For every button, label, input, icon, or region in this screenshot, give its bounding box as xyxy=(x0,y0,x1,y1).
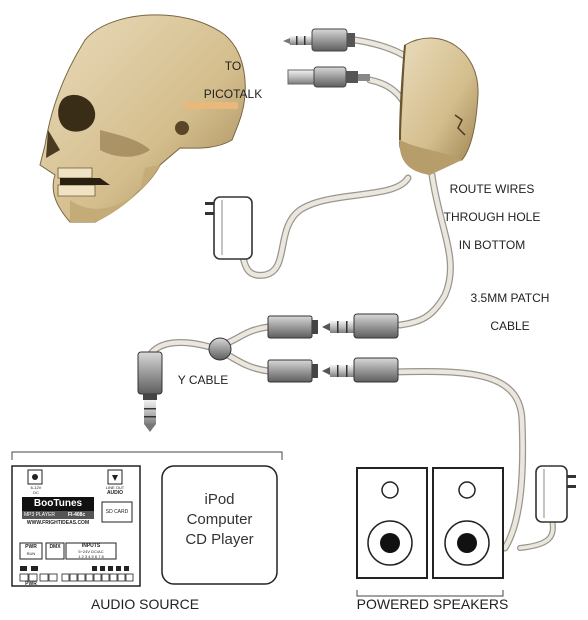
source-ipod: iPod xyxy=(162,490,277,510)
boo-brand: BooTunes xyxy=(22,497,94,511)
caption-audio-source: AUDIO SOURCE xyxy=(40,596,250,612)
label-patch-2: CABLE xyxy=(455,319,565,333)
wall-adapter-1 xyxy=(205,197,252,259)
boo-url: WWW.FRIGHTIDEAS.COM xyxy=(22,520,94,526)
label-patch-cable: 3.5MM PATCH CABLE xyxy=(455,277,565,347)
boo-power-in: 6-12V DC xyxy=(28,485,44,495)
source-computer: Computer xyxy=(162,510,277,530)
boo-pwr-bottom: PWR xyxy=(20,581,42,587)
label-route-wires: ROUTE WIRES THROUGH HOLE IN BOTTOM xyxy=(432,168,552,266)
label-patch-1: 3.5MM PATCH xyxy=(455,291,565,305)
boo-pwr: PWR xyxy=(20,544,42,550)
patch-upper xyxy=(268,314,398,338)
speaker-right xyxy=(433,468,503,578)
label-route-2: THROUGH HOLE xyxy=(432,210,552,224)
label-route-3: IN BOTTOM xyxy=(432,238,552,252)
media-source-text: iPod Computer CD Player xyxy=(162,490,277,550)
bootunes-board xyxy=(12,466,140,586)
plug-top-audio xyxy=(283,29,355,51)
y-splitter xyxy=(209,338,231,360)
wall-adapter-2 xyxy=(536,466,576,522)
label-to: TO xyxy=(198,59,268,73)
label-y-cable: Y CABLE xyxy=(168,373,238,387)
plug-y-down xyxy=(138,352,162,432)
boo-input-numbers: 1 2 3 4 5 6 7 8 xyxy=(66,554,116,559)
boo-sub: MP3 PLAYER xyxy=(24,511,68,519)
boo-run: RUN xyxy=(20,551,42,556)
speaker-left xyxy=(357,468,427,578)
skull-back xyxy=(400,38,478,175)
boo-model: FI-408c xyxy=(68,511,94,519)
audio-source-bracket xyxy=(12,452,282,460)
boo-sd: SD CARD xyxy=(102,509,132,515)
boo-dmx: DMX xyxy=(46,544,64,550)
plug-top-usb xyxy=(288,67,370,87)
caption-powered-speakers: POWERED SPEAKERS xyxy=(340,596,525,612)
boo-audio: AUDIO xyxy=(104,490,126,496)
source-cd-player: CD Player xyxy=(162,530,277,550)
label-to-picotalk: TO PICOTALK xyxy=(198,45,268,115)
label-picotalk: PICOTALK xyxy=(198,87,268,101)
patch-lower xyxy=(268,358,398,382)
label-route-1: ROUTE WIRES xyxy=(432,182,552,196)
